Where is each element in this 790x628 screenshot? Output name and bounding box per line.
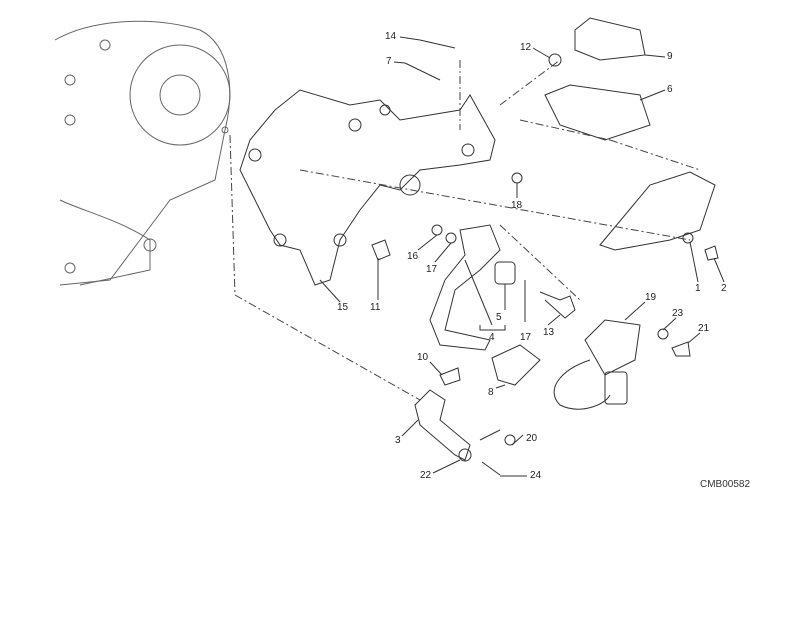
- callout-3: 3: [395, 435, 401, 446]
- lever-rubber: [491, 344, 541, 386]
- callout-7: 7: [386, 56, 392, 67]
- callout-2: 2: [721, 283, 727, 294]
- callout-16: 16: [407, 251, 419, 262]
- callout-8: 8: [488, 387, 494, 398]
- callout-4: 4: [489, 332, 495, 343]
- callout-23: 23: [672, 308, 684, 319]
- heel-guard: [599, 171, 716, 251]
- callout-11: 11: [370, 302, 381, 313]
- callout-18: 18: [511, 200, 523, 211]
- callout-12: 12: [520, 42, 532, 53]
- callout-17-upper: 17: [426, 264, 438, 275]
- callout-5: 5: [496, 312, 502, 323]
- callout-14: 14: [385, 31, 397, 42]
- linkage-arm: [414, 389, 471, 461]
- footpeg: [544, 17, 651, 141]
- callout-6: 6: [667, 84, 673, 95]
- callout-1: 1: [695, 283, 701, 294]
- callout-15: 15: [337, 302, 349, 313]
- pivot-bolt-13: [539, 291, 576, 319]
- hardware: [371, 39, 719, 476]
- callout-10: 10: [417, 352, 429, 363]
- callout-9: 9: [667, 51, 673, 62]
- callout-13: 13: [543, 327, 555, 338]
- callout-17-lower: 17: [520, 332, 532, 343]
- assembly-lines: [229, 59, 701, 401]
- bushing-5: [494, 261, 516, 285]
- gear-sensor: [553, 319, 641, 410]
- callout-19: 19: [645, 292, 657, 303]
- leader-lines: [319, 36, 725, 477]
- callout-20: 20: [526, 433, 538, 444]
- callout-24: 24: [530, 470, 542, 481]
- callout-21: 21: [698, 323, 710, 334]
- callout-22: 22: [420, 470, 432, 481]
- bracket-15: [239, 89, 496, 286]
- engine-casing: [54, 20, 231, 286]
- drawing-code: CMB00582: [700, 479, 751, 490]
- shift-lever: [429, 224, 501, 351]
